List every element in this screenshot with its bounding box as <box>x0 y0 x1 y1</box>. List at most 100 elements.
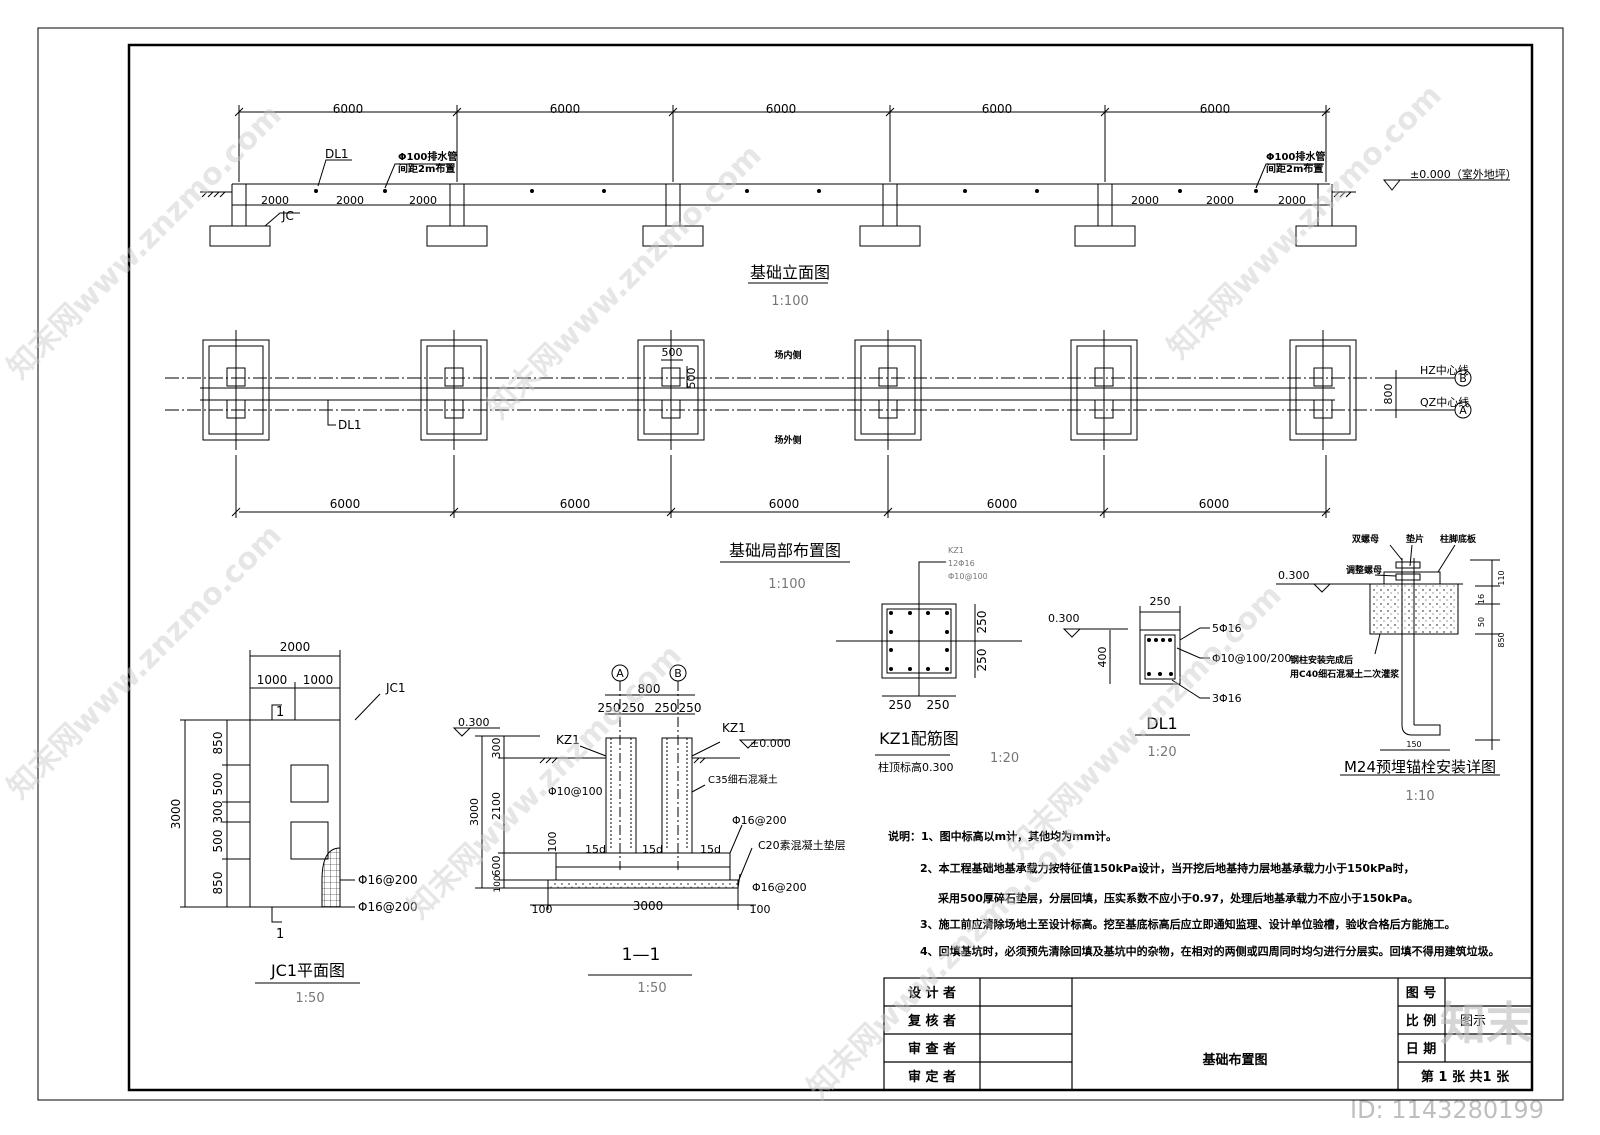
title-block <box>883 977 1533 1091</box>
axis-b-plan: B <box>1459 372 1467 385</box>
note-2: 2、本工程基础地基承载力按特征值150kPa设计，当开挖后地基持力层地基承载力小… <box>920 861 1415 875</box>
anchor-title: M24预埋锚栓安装详图 <box>1344 758 1496 776</box>
anchor-dim-16: 16 <box>1477 594 1486 604</box>
elev-jc-label: JC <box>281 209 294 223</box>
sect-bottom-100-l: 100 <box>532 903 553 916</box>
note-4: 3、施工前应清除场地土至设计标高。挖至基底标高后应立即通知监理、设计单位验槽，验… <box>920 917 1456 931</box>
sect-15d-1: 15d <box>585 843 606 856</box>
plan-title: 基础局部布置图 <box>729 541 841 560</box>
sect-bottom-3000: 3000 <box>633 899 664 913</box>
plan-dim-500-h: 500 <box>662 346 683 359</box>
jc1-dim-left: 1000 <box>257 673 288 687</box>
jc1-title: JC1平面图 <box>270 961 345 980</box>
plan-span-3: 6000 <box>769 497 800 511</box>
dl1-top-bar: 5Φ16 <box>1212 622 1242 635</box>
tb-ratio-value: 图示 <box>1460 1014 1486 1029</box>
tb-approver: 审 定 者 <box>908 1069 956 1085</box>
jc1-label: JC1 <box>385 681 406 695</box>
sect-level-0: ±0.000 <box>750 737 791 750</box>
plan-dl1-label: DL1 <box>338 418 362 432</box>
sect-axis-b: B <box>674 667 682 680</box>
dl1-stirrup: Φ10@100/200 <box>1212 652 1291 665</box>
section-1-1 <box>452 664 790 976</box>
dl1-bottom-bar: 3Φ16 <box>1212 692 1242 705</box>
jc1-dim-v4: 500 <box>211 830 225 853</box>
sect-dim-250-4: 250 <box>679 701 702 715</box>
kz1-dim-bottom-1: 250 <box>889 698 912 712</box>
anchor-dim-110: 110 <box>1497 570 1506 585</box>
dl1-dim-400: 400 <box>1096 647 1109 668</box>
foundation-elevation <box>200 105 1510 284</box>
note-3: 采用500厚碎石垫层，分层回填，压实系数不应小于0.97，处理后地基承载力不应小… <box>937 891 1419 905</box>
sect-concrete: C35细石混凝土 <box>708 773 778 786</box>
elevation-scale: 1:100 <box>771 294 808 309</box>
hz-line-label: HZ中心线 <box>1420 363 1469 377</box>
watermark-logo: 知末 <box>1440 997 1532 1051</box>
elev-pipe-right: Φ100排水管 <box>1266 150 1325 163</box>
sect-level-300: 0.300 <box>458 716 490 729</box>
elev-subdim-1: 2000 <box>261 194 289 207</box>
sect-dim-300: 300 <box>490 738 503 759</box>
dl1-section <box>1062 606 1210 736</box>
jc1-plan <box>180 650 381 984</box>
tb-ratio: 比 例 <box>1406 1013 1437 1029</box>
sect-dim-100-v: 100 <box>493 875 503 892</box>
jc1-scale: 1:50 <box>295 991 324 1006</box>
elev-span-1: 6000 <box>333 102 364 116</box>
watermark-text-2: 知末网www.znzmo.com <box>481 138 769 426</box>
sect-bottom-100-r: 100 <box>750 903 771 916</box>
plan-dim-500-v: 500 <box>685 368 698 389</box>
elev-span-5: 6000 <box>1200 102 1231 116</box>
dl1-dim-250: 250 <box>1150 595 1171 608</box>
watermark-text-1: 知末网www.znzmo.com <box>1 98 289 386</box>
sect-dim-2100: 2100 <box>490 792 503 820</box>
tb-date: 日 期 <box>1406 1042 1437 1057</box>
elev-span-3: 6000 <box>766 102 797 116</box>
watermark-layer: 知末网www.znzmo.com 知末网www.znzmo.com 知末网www… <box>1 78 1544 1124</box>
sect-dim-250-3: 250 <box>655 701 678 715</box>
ground-level-label: ±0.000（室外地坪） <box>1410 167 1517 181</box>
anchor-washer: 垫片 <box>1406 533 1424 545</box>
plan-dim-800: 800 <box>1382 384 1395 405</box>
inner-frame <box>127 43 1534 1092</box>
plan-span-2: 6000 <box>560 497 591 511</box>
anchor-bolt-detail <box>1276 544 1500 776</box>
sect-dim-800: 800 <box>638 682 661 696</box>
sect-dim-600: 600 <box>490 856 503 877</box>
tb-drawing-no: 图 号 <box>1406 986 1437 1001</box>
outer-side-label: 场外侧 <box>774 434 801 446</box>
anchor-scale: 1:10 <box>1405 789 1434 804</box>
jc1-dim-v2: 500 <box>211 773 225 796</box>
anchor-dim-50: 50 <box>1477 617 1486 627</box>
elev-subdim-r1: 2000 <box>1131 194 1159 207</box>
jc1-dim-right: 1000 <box>303 673 334 687</box>
anchor-note-1: 钢柱安装完成后 <box>1290 654 1353 666</box>
elev-span-2: 6000 <box>550 102 581 116</box>
plan-span-5: 6000 <box>1199 497 1230 511</box>
jc1-rebar-1: Φ16@200 <box>358 873 418 887</box>
tb-sheet: 第 1 张 共1 张 <box>1421 1069 1510 1085</box>
kz1-title: KZ1配筋图 <box>879 729 959 748</box>
sect-dim-3000: 3000 <box>468 798 481 826</box>
sect-15d-3: 15d <box>700 843 721 856</box>
qz-line-label: QZ中心线 <box>1420 395 1469 409</box>
elev-pipe-left: Φ100排水管 <box>398 150 457 163</box>
anchor-double-nut: 双螺母 <box>1352 533 1379 545</box>
jc1-rebar-2: Φ16@200 <box>358 900 418 914</box>
sect-cushion: C20素混凝土垫层 <box>758 838 846 852</box>
dl1-title: DL1 <box>1146 714 1177 733</box>
sect-rebar-bottom: Φ16@200 <box>752 881 807 894</box>
watermark-text-6: 知末网www.znzmo.com <box>1001 578 1289 866</box>
sect-stirrup: Φ10@100 <box>548 785 603 798</box>
anchor-level: 0.300 <box>1278 569 1310 582</box>
plan-span-1: 6000 <box>330 497 361 511</box>
sect-dim-250-1: 250 <box>598 701 621 715</box>
sect-15d-2: 15d <box>642 843 663 856</box>
jc1-section-mark-top: 1 <box>276 705 284 720</box>
elev-pipe-left-2: 间距2m布置 <box>398 162 455 175</box>
jc1-dim-height: 3000 <box>169 799 183 830</box>
axis-a-plan: A <box>1459 404 1467 417</box>
sect-dim-250-2: 250 <box>622 701 645 715</box>
